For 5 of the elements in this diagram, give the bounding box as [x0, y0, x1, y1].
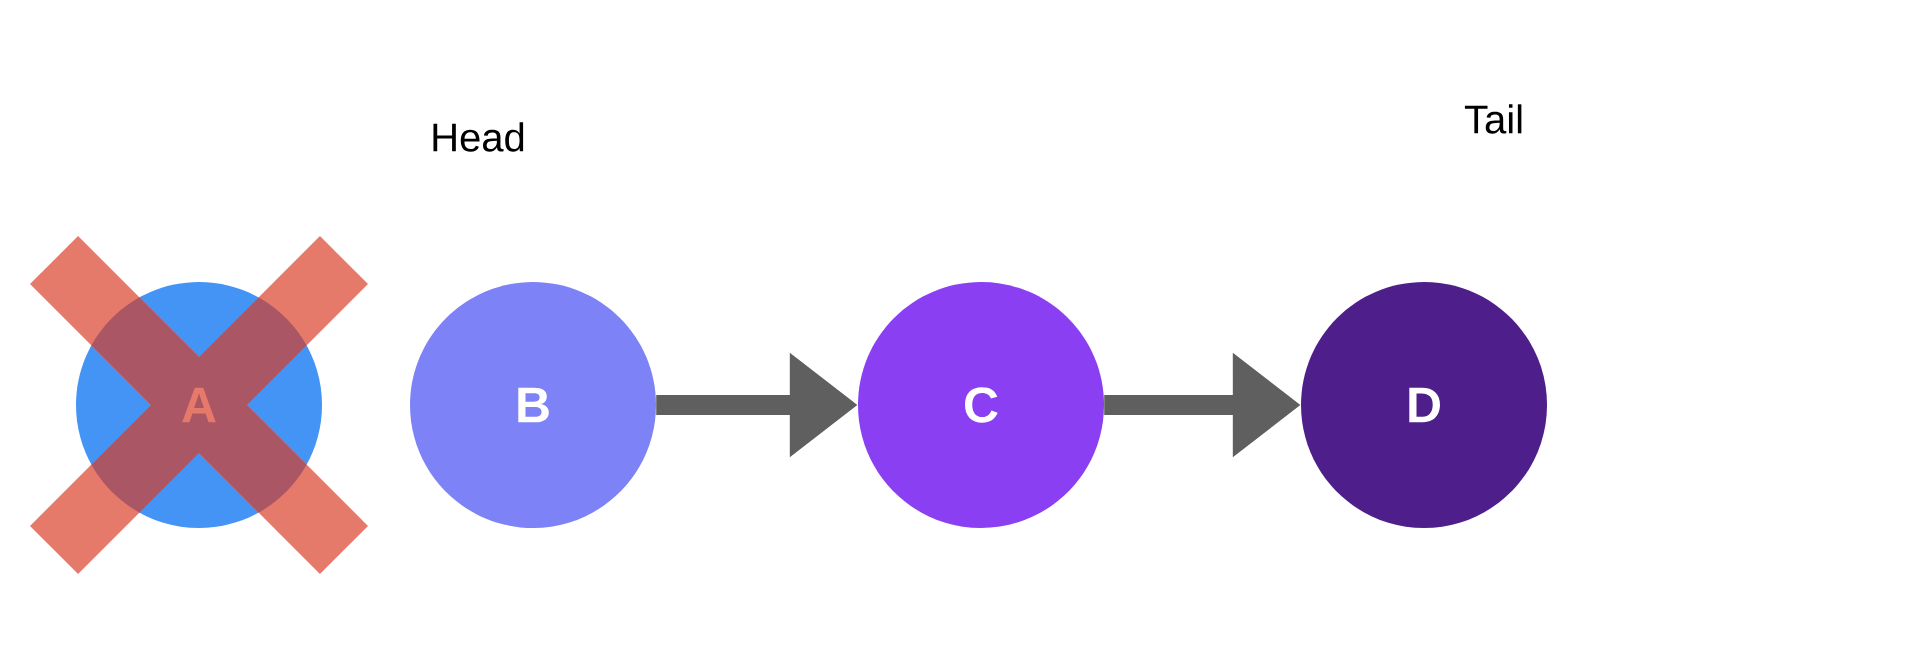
circle-node: B: [410, 282, 656, 528]
node-label: Head: [433, 122, 524, 152]
circle-node: C: [858, 282, 1104, 528]
circle-node: D: [1301, 282, 1547, 528]
node-label: Tail: [1464, 104, 1522, 134]
